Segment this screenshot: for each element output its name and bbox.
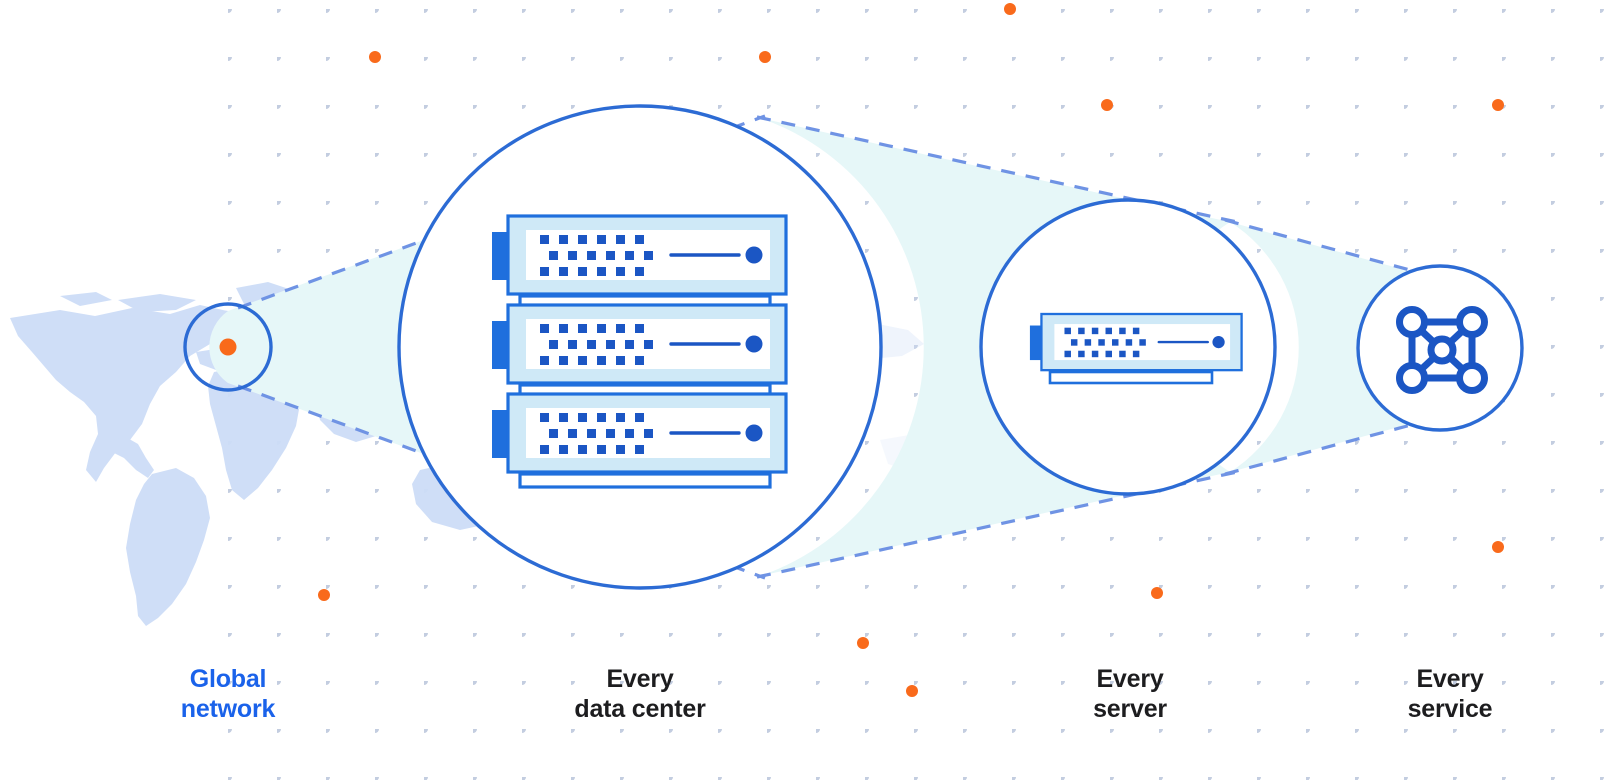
label-line-2: data center xyxy=(574,695,706,723)
orange-dot xyxy=(857,637,869,649)
orange-dot xyxy=(1492,99,1504,111)
label-line-2: network xyxy=(180,695,276,723)
label-line-2: server xyxy=(1093,695,1167,723)
network-graph-nodes xyxy=(1396,306,1488,394)
label-line-1: Every xyxy=(606,665,674,693)
single-server-base-bar xyxy=(1048,370,1214,385)
orange-dot xyxy=(1492,541,1504,553)
orange-dot xyxy=(906,685,918,697)
global-circle xyxy=(183,302,273,392)
orange-dot xyxy=(369,51,381,63)
orange-dot xyxy=(1151,587,1163,599)
orange-dot xyxy=(318,589,330,601)
orange-dot xyxy=(1004,3,1016,15)
rack-base-bar xyxy=(518,472,772,489)
label-line-1: Global xyxy=(189,665,267,693)
label-line-1: Every xyxy=(1416,665,1484,693)
orange-dot xyxy=(1101,99,1113,111)
orange-location-dot xyxy=(219,338,237,356)
label-line-2: service xyxy=(1407,695,1493,723)
label-line-1: Every xyxy=(1096,665,1164,693)
orange-dot xyxy=(759,51,771,63)
